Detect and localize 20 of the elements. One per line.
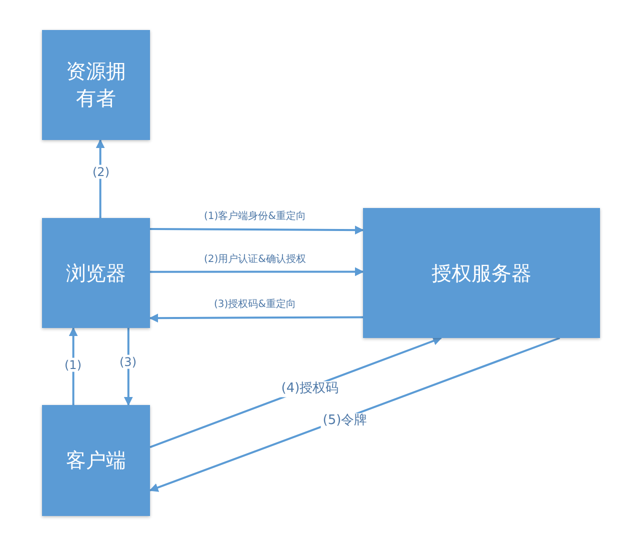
process-box	[42, 405, 150, 516]
box-label: 客户端	[65, 447, 127, 474]
arrow	[150, 267, 364, 276]
arrow	[96, 139, 105, 218]
process-box	[363, 208, 600, 338]
arrow	[149, 337, 560, 492]
box-label: 资源拥有者	[65, 58, 127, 112]
edge-label: (2)	[90, 164, 112, 180]
box-label: 授权服务器	[430, 260, 532, 286]
edge-label: (5)令牌	[320, 413, 370, 429]
arrow	[149, 314, 363, 323]
edge-label: (4)授权码	[279, 381, 341, 397]
arrow	[124, 328, 133, 406]
edge-label: (2)用户认证&确认授权	[202, 254, 308, 266]
edge-label: (3)	[118, 354, 138, 370]
process-box	[42, 218, 150, 328]
edge-label: (1)	[62, 358, 84, 372]
process-box	[42, 30, 150, 140]
box-label: 浏览器	[65, 260, 127, 286]
arrow	[150, 226, 364, 235]
